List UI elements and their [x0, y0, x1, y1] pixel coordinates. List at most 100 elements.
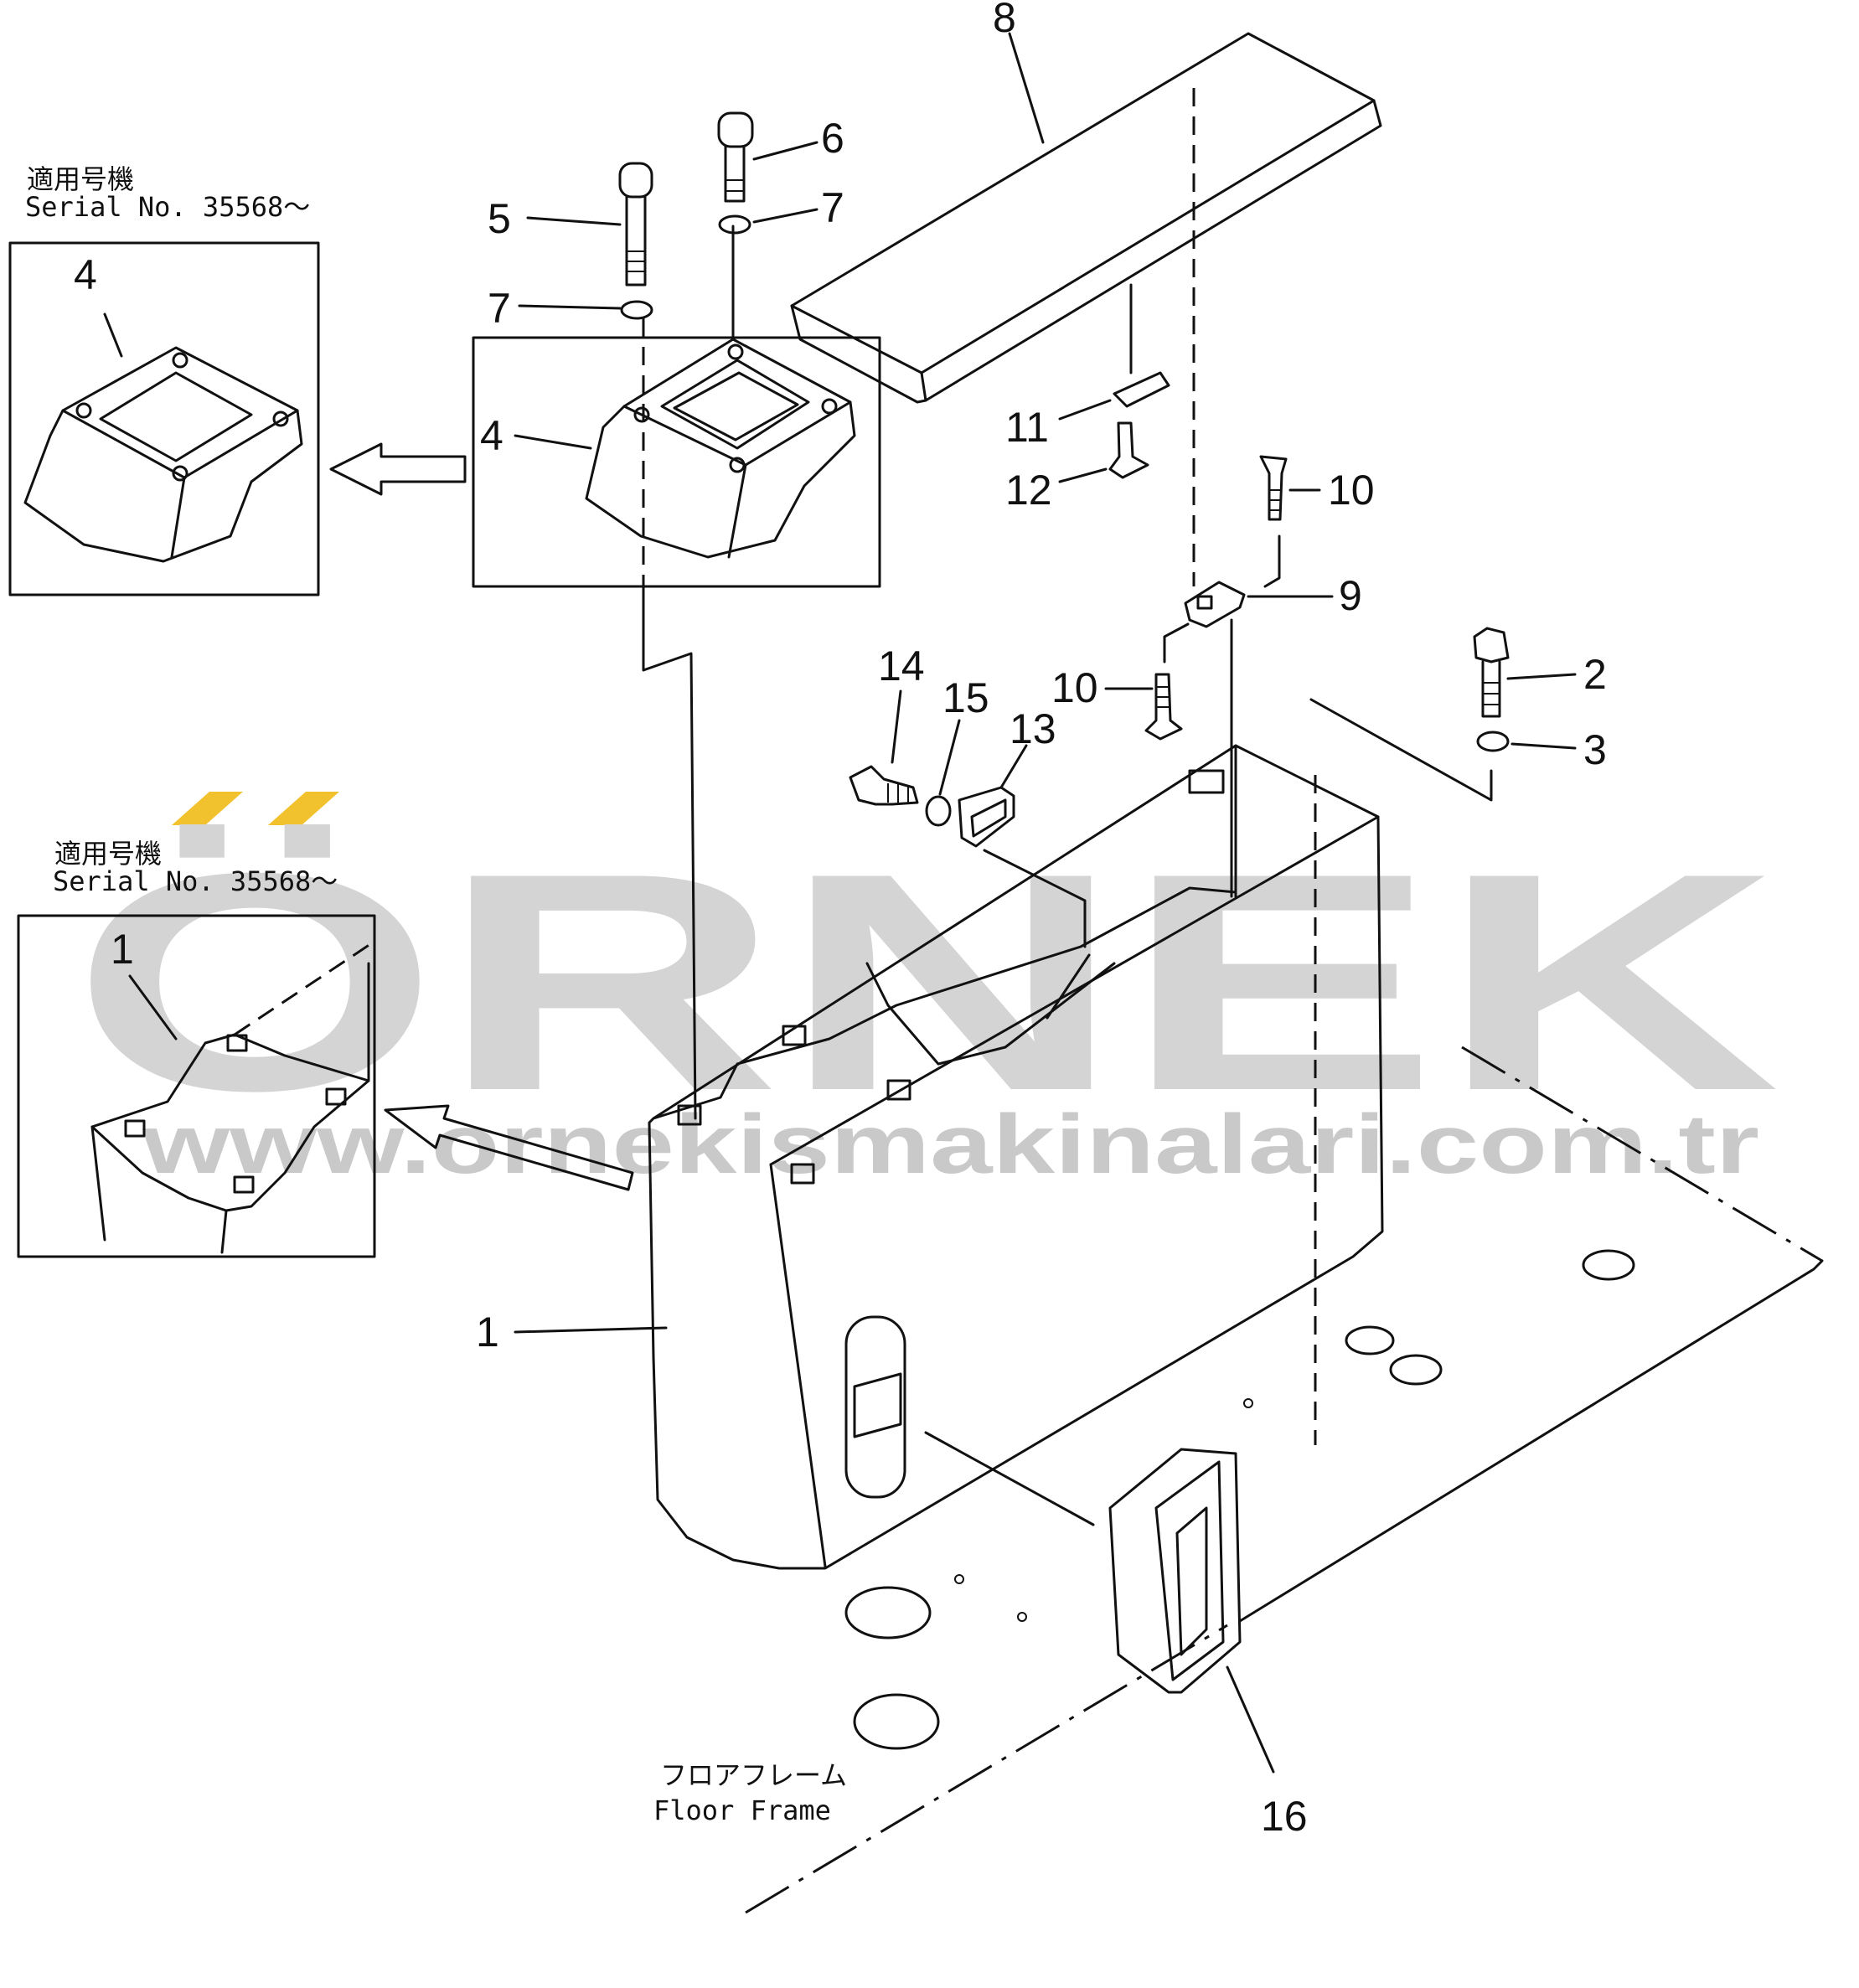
watermark-accent-right: [268, 792, 339, 825]
bolt-2-shank: [1481, 660, 1501, 718]
floor-frame-edge-back: [1461, 1046, 1823, 1263]
console-box-corner: [769, 1163, 827, 1568]
floor-bolt-hole: [1017, 1612, 1027, 1622]
inset-top-boot-opening: [99, 371, 253, 462]
callout-3: 3: [1583, 726, 1607, 773]
armrest-pad-top-edge: [790, 99, 1376, 374]
inset-top-label-jp: 適用号機: [27, 163, 134, 195]
washer-7-right: [718, 214, 751, 235]
inset-top: 適用号機 Serial No. 35568～ 4: [8, 163, 320, 596]
inset-bottom-box-wall: [90, 962, 370, 1254]
inset-arrow: [329, 442, 467, 496]
leader-14: [891, 689, 902, 764]
console-box-bracket: [677, 1104, 702, 1126]
leader-7b: [752, 208, 818, 224]
leader-11: [1058, 399, 1112, 421]
inset-top-callout-leader: [103, 312, 123, 358]
bolt-2-thread: [1483, 682, 1500, 705]
boot-to-box-guide: [642, 585, 697, 1120]
callout-1: 1: [476, 1309, 499, 1355]
callout-13: 13: [1010, 705, 1056, 752]
callout-11: 11: [1005, 404, 1049, 451]
leader-12: [1058, 467, 1108, 483]
watermark-brand: ÖRNEK: [71, 809, 1780, 1155]
screw-10-bottom: [1144, 673, 1183, 741]
washer-7-left: [620, 300, 653, 320]
bolt-5-thread: [627, 250, 645, 272]
floor-bolt-hole: [954, 1574, 964, 1584]
leader-15: [938, 719, 961, 796]
inset-top-hole: [75, 402, 92, 419]
screw-12: [1108, 421, 1149, 479]
console-box-inner: [865, 953, 1116, 1066]
console-box-bracket: [1188, 769, 1225, 794]
console-box-top-edge: [769, 815, 1380, 1166]
bolt-6-head: [717, 111, 754, 148]
inset-top-boot-edge: [170, 476, 186, 559]
box-bolt: [1309, 627, 1510, 802]
callout-4: 4: [480, 412, 503, 459]
callout-12: 12: [1005, 467, 1052, 514]
callout-7b: 7: [821, 184, 844, 231]
inset-bottom-label-serial: Serial No. 35568～: [53, 865, 338, 897]
console-box-bracket: [886, 1079, 911, 1101]
floor-hole: [1582, 1249, 1635, 1281]
latch-13-face: [970, 798, 1007, 838]
armrest-pad-outline: [790, 32, 1382, 404]
screw-10-top-thread: [1269, 489, 1280, 511]
floor-frame-label-jp: フロアフレーム: [660, 1759, 847, 1791]
callout-numbers: 1 2 3 4 5 6 7 7 8 9 10 10 11 12 13 14 15…: [476, 0, 1607, 1840]
inset-bottom-bracket: [226, 1034, 248, 1052]
leader-4: [514, 434, 592, 450]
inset-bottom-bracket: [325, 1087, 347, 1106]
floor-bolt-hole: [1243, 1398, 1253, 1408]
grommet-face: [1154, 1460, 1225, 1681]
armrest-pad: [790, 32, 1382, 404]
lever-boot-hole: [729, 457, 746, 473]
plate-11: [1113, 371, 1170, 408]
inset-top-boot-body: [23, 346, 303, 563]
callout-8: 8: [993, 0, 1016, 41]
floor-hole: [853, 1693, 940, 1750]
lever-boot-top-inner: [660, 359, 810, 450]
leader-1: [514, 1326, 668, 1334]
armrest-hardware: [1108, 88, 1317, 1445]
leader-3: [1510, 742, 1577, 750]
leader-5: [526, 216, 622, 226]
callout-5: 5: [488, 195, 511, 242]
floor-hole: [1389, 1354, 1443, 1386]
inset-top-frame: [8, 241, 320, 596]
grommet-opening: [1175, 1506, 1208, 1656]
lever-boot-top-opening: [673, 371, 799, 441]
inset-bottom-bracket: [233, 1175, 255, 1194]
washer-15: [925, 795, 952, 827]
floor-frame-edge-front: [745, 1624, 1228, 1914]
console-box-bracket: [790, 1163, 815, 1185]
lever-boot-hole: [727, 343, 744, 360]
inset-top-hole: [172, 352, 188, 369]
box-bolt-axis: [1309, 698, 1493, 802]
inset-bottom-frame: [17, 914, 376, 1258]
callout-9: 9: [1339, 572, 1362, 619]
screw-10-top: [1259, 455, 1288, 521]
callout-6: 6: [821, 115, 844, 162]
watermark: ÖRNEK www.ornekismakinalari.com.tr: [71, 792, 1780, 1191]
callout-15: 15: [942, 674, 989, 721]
latch-axis: [983, 849, 1087, 948]
lever-boot-body: [585, 338, 856, 559]
floor-frame: フロアフレーム Floor Frame: [653, 1046, 1824, 1914]
screw-axis: [1163, 534, 1281, 664]
inset-bottom-arrow: [384, 1104, 634, 1191]
grommet: [924, 1431, 1242, 1694]
bolt-2-head: [1473, 627, 1510, 664]
watermark-accent-left: [172, 792, 243, 825]
leader-6: [752, 141, 818, 161]
watermark-url: www.ornekismakinalari.com.tr: [142, 1097, 1759, 1191]
bolt-14-thread: [887, 783, 909, 803]
callout-7a: 7: [488, 285, 511, 332]
bracket-9: [1184, 581, 1246, 628]
leader-7a: [518, 304, 622, 310]
grommet-leader: [924, 1431, 1095, 1526]
